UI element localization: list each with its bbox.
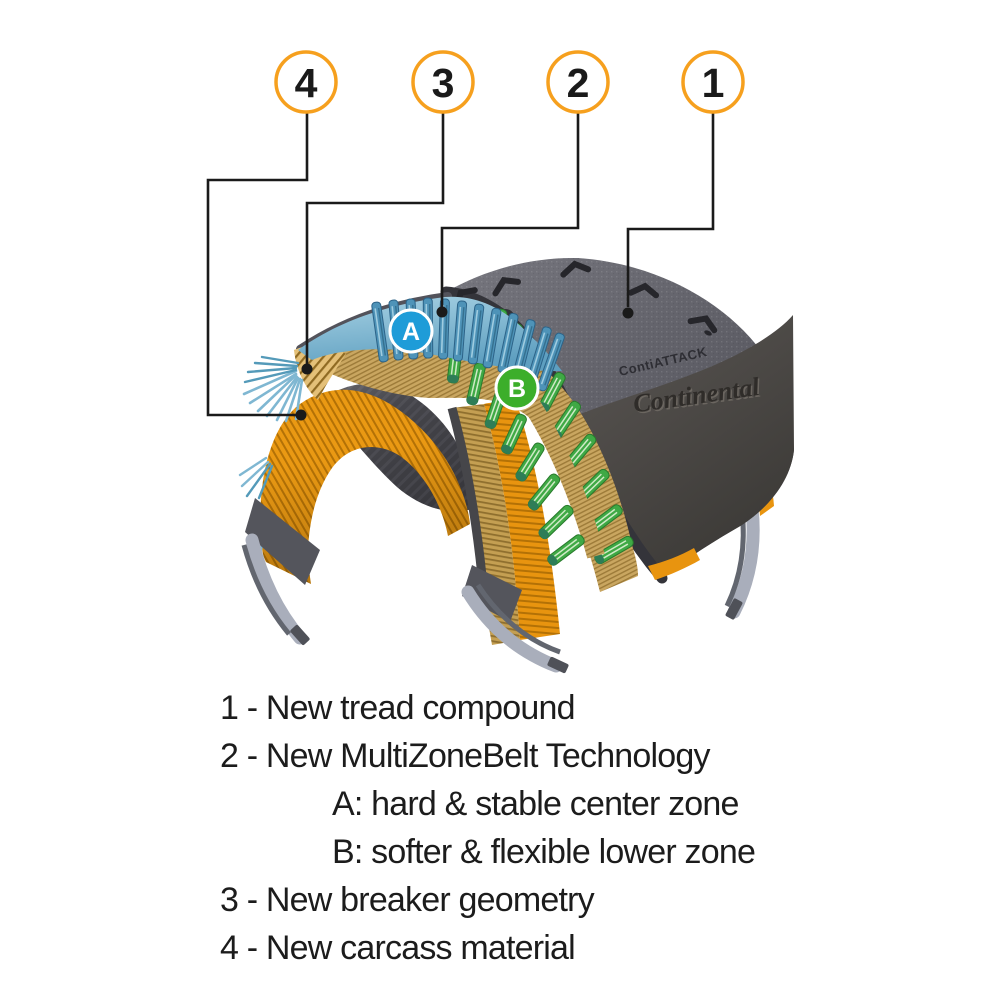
callout-line-1	[626, 112, 715, 307]
legend-item-breaker-geometry: 3 - New breaker geometry	[220, 881, 595, 919]
legend-item-carcass-material: 4 - New carcass material	[220, 929, 576, 967]
callout-circle-2: 2	[546, 50, 610, 114]
callout-dot-4	[295, 409, 307, 421]
legend: 1 - New tread compound 2 - New MultiZone…	[0, 684, 1000, 972]
zone-badge-a-circle	[388, 308, 434, 354]
callout-circle-1: 1	[681, 50, 745, 114]
zone-badge-a: A	[388, 308, 434, 354]
callout-leader-lines	[206, 112, 715, 421]
callout-circle-4: 4	[274, 50, 338, 114]
callout-circle-3: 3	[411, 50, 475, 114]
legend-item-zone-a: A: hard & stable center zone	[332, 785, 739, 823]
callout-dot-3	[301, 363, 313, 375]
callout-dot-1	[622, 307, 634, 319]
callout-line-3	[305, 112, 445, 364]
callout-circle-3-label: 3	[432, 60, 455, 106]
tread-shoulder-band	[570, 315, 794, 578]
carcass-sliver-right	[648, 548, 700, 580]
callout-dot-2	[436, 306, 448, 318]
legend-item-tread-compound: 1 - New tread compound	[220, 689, 576, 727]
legend-item-zone-b: B: softer & flexible lower zone	[332, 833, 756, 871]
zone-badge-b: B	[494, 365, 540, 411]
tire-illustration: ContiATTACK Continental Continental	[238, 257, 794, 674]
legend-item-multizonebelt: 2 - New MultiZoneBelt Technology	[220, 737, 711, 775]
callout-circles: 4 3 2 1	[274, 50, 745, 114]
rim-strip-left	[241, 498, 320, 645]
rim-strip-middle	[461, 565, 569, 674]
carcass-arch-layer	[260, 389, 470, 584]
zone-badge-b-label: B	[508, 375, 526, 403]
zone-badge-b-circle	[494, 365, 540, 411]
callout-line-4	[206, 112, 309, 417]
callout-line-2	[440, 112, 580, 307]
tread-dimple	[704, 330, 712, 336]
callout-circle-4-label: 4	[295, 60, 318, 106]
tread-layer: ContiATTACK Continental Continental	[440, 257, 794, 584]
callout-circle-2-label: 2	[567, 60, 590, 106]
callout-circle-1-label: 1	[702, 60, 725, 106]
zone-badge-a-label: A	[402, 318, 420, 346]
